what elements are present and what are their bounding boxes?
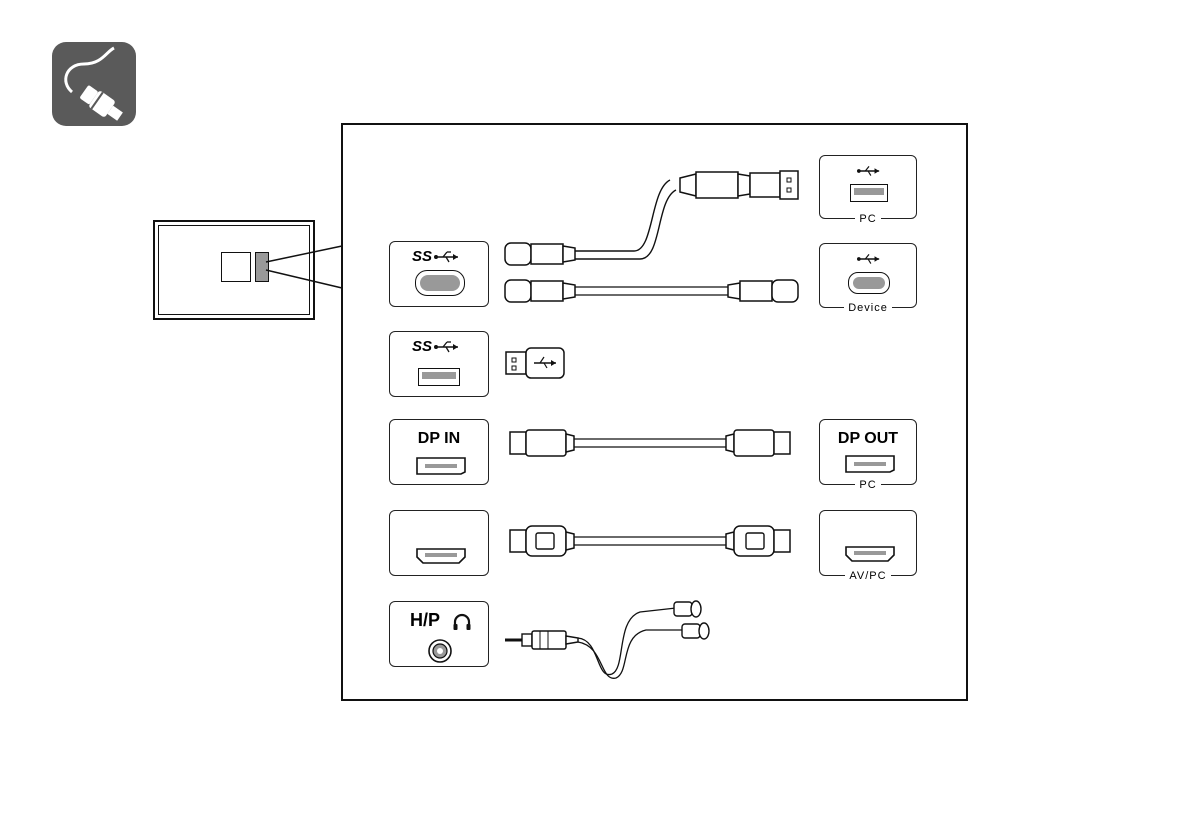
usb-flash-drive [506, 348, 564, 378]
hdmi-cable [510, 526, 790, 556]
displayport-cable [510, 430, 790, 456]
usb-c-to-usb-c-cable [505, 280, 798, 302]
usb-c-to-usb-a-cable [505, 171, 798, 265]
audio-splitter-cable [505, 601, 709, 678]
